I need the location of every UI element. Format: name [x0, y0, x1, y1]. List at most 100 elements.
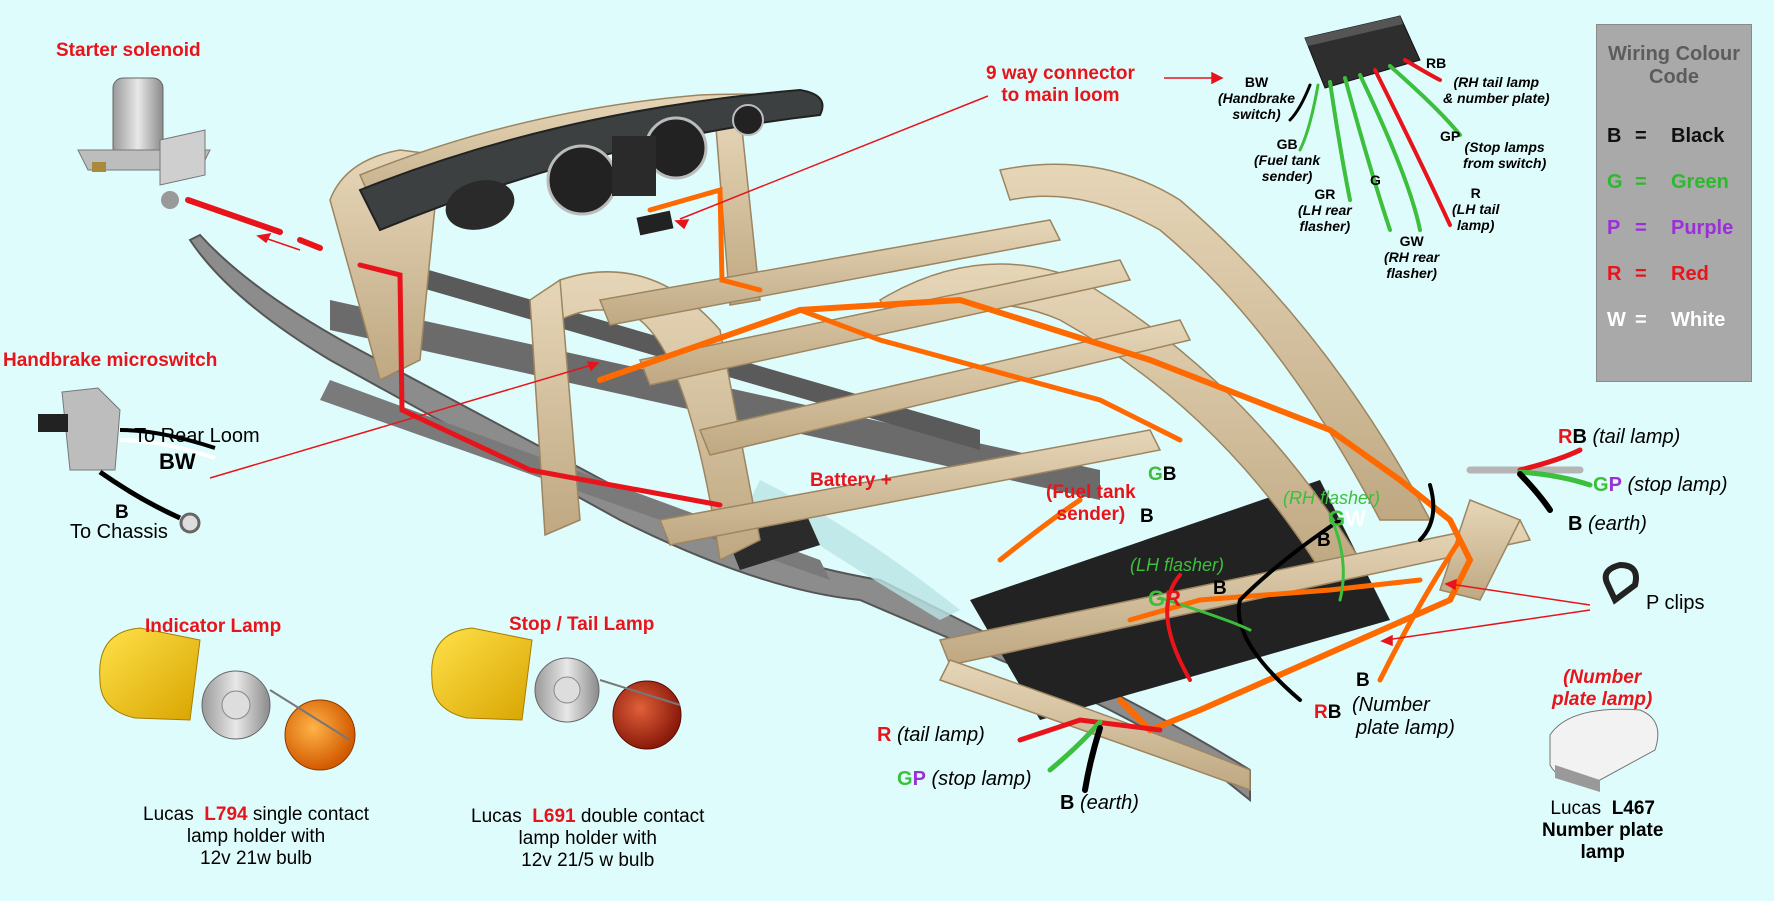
legend-eq: = — [1635, 171, 1647, 193]
l467-code: L467 — [1611, 798, 1655, 819]
lh-flasher-label: (LH flasher) — [1130, 555, 1225, 575]
indicator-lamp-parts — [99, 627, 356, 771]
legend-code: W — [1607, 309, 1626, 331]
connector-gb-label: GB (Fuel tank sender) — [1254, 136, 1320, 184]
legend-code: B — [1607, 125, 1622, 147]
legend-title: Wiring Colour Code — [1597, 43, 1751, 89]
legend-name: Green — [1671, 171, 1729, 193]
nine-way-line2: to main loom — [1001, 84, 1120, 106]
handbrake-microswitch-label: Handbrake microswitch — [3, 350, 218, 371]
legend-title-line1: Wiring Colour — [1607, 43, 1741, 65]
np-lamp-line1: (Number — [1563, 667, 1642, 688]
connector-gw-label: GW (RH rear flasher) — [1384, 233, 1439, 281]
conn-bw-desc1: (Handbrake — [1218, 90, 1296, 107]
gr-r: R — [1165, 586, 1182, 611]
conn-r-code: R — [1470, 185, 1481, 201]
right-rb-b: B — [1572, 426, 1587, 448]
conn-bw-desc2: switch) — [1232, 106, 1281, 123]
connector-rb-desc: (RH tail lamp & number plate) — [1443, 74, 1550, 106]
l467-prefix: Lucas — [1550, 798, 1602, 819]
conn-gw-desc2: flasher) — [1386, 265, 1437, 282]
number-plate-rb-label: RB — [1314, 702, 1341, 724]
leader-lines — [209, 71, 1591, 647]
nine-way-connector-label: 9 way connector to main loom — [986, 63, 1135, 107]
conn-gr-desc2: flasher) — [1299, 218, 1351, 235]
gb-g: G — [1148, 464, 1163, 485]
lucas-l467-label: Lucas L467 Number plate lamp — [1542, 798, 1663, 864]
fuel-sender-gb-label: GB — [1148, 464, 1177, 486]
legend-eq: = — [1635, 125, 1647, 147]
l794-line3: 12v 21w bulb — [200, 847, 312, 869]
connector-gp-label: GP — [1440, 128, 1461, 144]
rb-r: R — [1314, 702, 1328, 723]
left-stop-lamp-wire-label: GP (stop lamp) — [897, 768, 1032, 791]
left-earth-wire-label: B (earth) — [1060, 792, 1139, 815]
lh-flasher-b-label: B — [1213, 578, 1227, 599]
nine-way-connector-part — [636, 15, 1421, 236]
conn-bw-code: BW — [1244, 74, 1269, 90]
right-b: B — [1568, 513, 1583, 535]
to-chassis-label: To Chassis — [70, 521, 168, 543]
gw-g: G — [1328, 506, 1346, 531]
legend-entry-white: W = White — [1607, 309, 1725, 332]
right-earth-text: (earth) — [1588, 513, 1647, 535]
connector-r-label: R (LH tail lamp) — [1452, 185, 1499, 233]
conn-gp-desc1: (Stop lamps — [1464, 139, 1545, 155]
np-wire-line2: plate lamp) — [1356, 717, 1455, 739]
legend-entry-black: B=Black — [1607, 125, 1724, 148]
legend-entry-purple: P=Purple — [1607, 217, 1733, 240]
conn-gp-desc2: from switch) — [1463, 155, 1547, 172]
l691-prefix: Lucas — [471, 806, 522, 827]
connector-gr-label: GR (LH rear flasher) — [1298, 186, 1352, 234]
p-clip-part — [1602, 561, 1639, 605]
bw-wire-label: BW — [159, 449, 196, 474]
starter-solenoid-part — [77, 77, 211, 209]
fuel-tank-line2: sender) — [1056, 503, 1126, 525]
stop-tail-lamp-label: Stop / Tail Lamp — [509, 614, 655, 635]
l794-suffix: single contact — [252, 804, 370, 825]
wiring-colour-legend: Wiring Colour Code B=Black G=Green P=Pur… — [1596, 24, 1752, 382]
right-tail-lamp-wire-label: RB (tail lamp) — [1558, 426, 1680, 449]
gw-w: W — [1345, 506, 1366, 531]
stop-tail-lamp-parts — [431, 627, 682, 750]
conn-gb-desc2: sender) — [1261, 168, 1313, 185]
connector-g-label: G — [1370, 172, 1381, 188]
rh-flasher-b-label: B — [1317, 530, 1331, 551]
conn-gw-code: GW — [1399, 233, 1424, 249]
l691-suffix: double contact — [580, 806, 705, 827]
legend-entry-red: R=Red — [1607, 263, 1709, 286]
l467-line2: Number plate — [1542, 819, 1664, 841]
number-plate-lamp-part — [1549, 708, 1659, 792]
legend-code: P — [1607, 217, 1621, 239]
legend-name: White — [1671, 309, 1726, 331]
number-plate-b-label: B — [1356, 670, 1370, 691]
gb-b: B — [1162, 464, 1177, 485]
l691-code: L691 — [532, 806, 576, 827]
l691-line3: 12v 21/5 w bulb — [521, 849, 655, 871]
legend-eq: = — [1635, 309, 1647, 331]
connector-rb-label: RB — [1426, 55, 1447, 71]
lucas-l691-description: Lucas L691 double contact lamp holder wi… — [471, 806, 704, 872]
tail-lamp-text: (tail lamp) — [897, 724, 985, 746]
connector-gp-desc: (Stop lamps from switch) — [1463, 139, 1546, 171]
conn-rb-desc2: & number plate) — [1443, 90, 1550, 107]
right-gp-p: P — [1608, 474, 1622, 496]
dashboard — [358, 88, 824, 232]
left-tail-lamp-wire-label: R (tail lamp) — [877, 724, 985, 747]
right-stop-lamp-text: (stop lamp) — [1627, 474, 1728, 496]
conn-gb-code: GB — [1276, 136, 1298, 152]
stop-lamp-text: (stop lamp) — [931, 768, 1032, 790]
indicator-lamp-label: Indicator Lamp — [145, 616, 282, 637]
rh-flasher-label: (RH flasher) — [1283, 488, 1381, 508]
earth-text: (earth) — [1080, 792, 1139, 814]
np-lamp-line2: plate lamp) — [1552, 688, 1653, 710]
legend-name: Red — [1671, 263, 1709, 285]
gp-g: G — [897, 768, 913, 790]
l467-line3: lamp — [1580, 841, 1625, 863]
fuel-tank-sender-label: (Fuel tank sender) — [1046, 482, 1136, 526]
to-rear-loom-label: To Rear Loom — [134, 425, 260, 447]
battery-plus-label: Battery + — [810, 470, 892, 491]
right-gp-g: G — [1593, 474, 1609, 496]
